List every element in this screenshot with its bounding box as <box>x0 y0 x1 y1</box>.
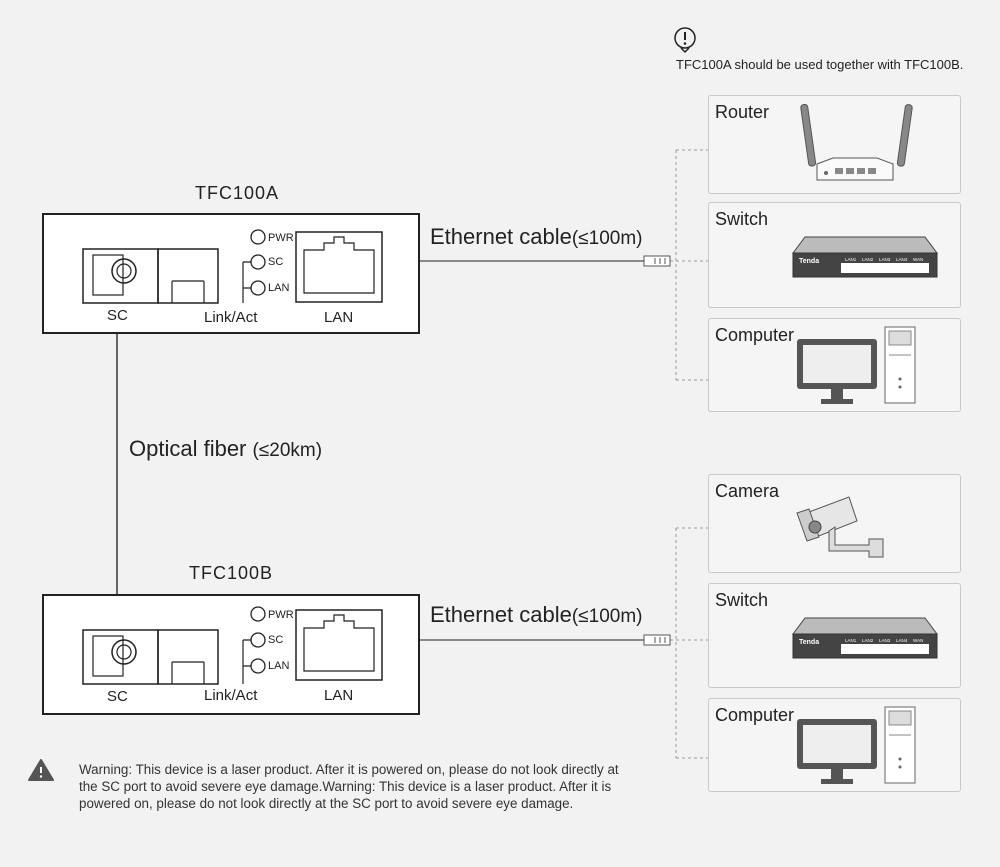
rj45-plug-icon <box>643 634 671 646</box>
device-a-panel-graphic <box>82 229 383 304</box>
ethernet-cable-label-bottom: Ethernet cable(≤100m) <box>430 602 643 627</box>
device-a-title: TFC100A <box>195 183 280 203</box>
svg-text:LAN2: LAN2 <box>862 638 874 643</box>
svg-text:Tenda: Tenda <box>799 258 819 265</box>
svg-text:LAN2: LAN2 <box>862 257 874 262</box>
sc-port-icon <box>82 248 219 304</box>
panel-title: Computer <box>715 705 795 725</box>
led-sc-label: SC <box>268 256 284 268</box>
panel-camera: Camera <box>708 474 961 573</box>
ethernet-cable-label-top: Ethernet cable(≤100m) <box>430 224 643 249</box>
svg-text:Tenda: Tenda <box>799 639 819 646</box>
device-b-title: TFC100B <box>189 563 274 583</box>
svg-text:LAN4: LAN4 <box>896 257 908 262</box>
info-exclamation-icon <box>673 26 699 59</box>
computer-icon <box>797 706 916 784</box>
panel-computer-top: Computer <box>708 318 961 412</box>
switch-icon: Tenda LAN1 LAN2 LAN3 LAN4 WAN <box>792 617 938 659</box>
lan-port-icon <box>295 231 383 303</box>
device-b: PWR SC LAN SC Link/Act LAN <box>42 594 420 715</box>
led-pwr-label: PWR <box>268 232 294 244</box>
rj45-plug-icon <box>643 255 671 267</box>
router-icon <box>800 103 913 181</box>
panel-title: Switch <box>715 209 769 229</box>
panel-title: Computer <box>715 325 795 345</box>
lan-port-icon <box>295 609 383 681</box>
panel-title: Camera <box>715 481 780 501</box>
led-lan-label: LAN <box>268 282 290 294</box>
switch-icon: Tenda LAN1 LAN2 LAN3 LAN4 WAN <box>792 236 938 278</box>
panel-computer-bottom: Computer <box>708 698 961 792</box>
svg-text:LAN3: LAN3 <box>879 257 891 262</box>
device-a: PWR SC LAN SC Link/Act LAN <box>42 213 420 334</box>
link-act-label: Link/Act <box>204 687 258 704</box>
laser-warning-text: Warning: This device is a laser product.… <box>79 762 619 811</box>
warning-triangle-icon <box>28 759 54 786</box>
sc-label: SC <box>107 307 128 324</box>
panel-switch-top: Switch Tenda LAN1 LAN2 LAN3 LAN4 WAN <box>708 202 961 308</box>
svg-text:WAN: WAN <box>913 638 923 643</box>
led-pwr-label: PWR <box>268 609 294 621</box>
led-sc-label: SC <box>268 634 284 646</box>
panel-router: Router <box>708 95 961 194</box>
panel-title: Switch <box>715 590 769 610</box>
led-lan-label: LAN <box>268 660 290 672</box>
lan-label: LAN <box>324 687 354 704</box>
svg-text:LAN4: LAN4 <box>896 638 908 643</box>
svg-text:LAN3: LAN3 <box>879 638 891 643</box>
lan-label: LAN <box>324 309 354 326</box>
panel-switch-bottom: Switch Tenda LAN1 LAN2 LAN3 LAN4 WAN <box>708 583 961 688</box>
camera-icon <box>796 496 884 558</box>
svg-text:LAN1: LAN1 <box>845 257 857 262</box>
computer-icon <box>797 326 916 404</box>
optical-fiber-label: Optical fiber (≤20km) <box>129 436 323 461</box>
device-b-panel-graphic <box>82 606 383 685</box>
panel-title: Router <box>715 102 770 122</box>
svg-text:LAN1: LAN1 <box>845 638 857 643</box>
link-act-label: Link/Act <box>204 309 258 326</box>
compatibility-note: TFC100A should be used together with TFC… <box>676 57 964 72</box>
sc-port-icon <box>82 629 219 685</box>
svg-text:WAN: WAN <box>913 257 923 262</box>
sc-label: SC <box>107 688 128 705</box>
